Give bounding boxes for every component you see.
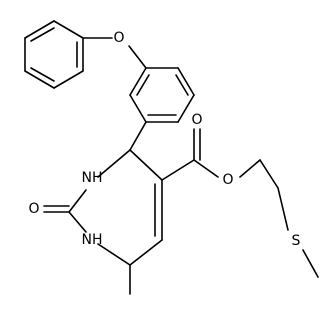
bond bbox=[175, 74, 189, 96]
bond bbox=[53, 70, 84, 89]
atom-label-ester-carbonyl-oxygen: O bbox=[191, 112, 202, 128]
atom-label-group: O NH O NH O O S bbox=[28, 30, 300, 249]
bond bbox=[24, 70, 55, 89]
bond bbox=[129, 149, 163, 181]
bond bbox=[129, 94, 147, 123]
atom-label-ester-oxygen: O bbox=[222, 172, 233, 188]
bond bbox=[129, 239, 163, 266]
bond bbox=[259, 159, 279, 189]
bond bbox=[277, 187, 289, 231]
bond bbox=[129, 121, 147, 151]
bond bbox=[193, 159, 219, 178]
atom-label-ether-oxygen: O bbox=[113, 30, 124, 46]
bond bbox=[302, 249, 319, 278]
atom-label-nh-top: NH bbox=[82, 170, 103, 186]
bond bbox=[239, 159, 261, 178]
atom-label-ring-carbonyl-oxygen: O bbox=[28, 201, 39, 217]
bond bbox=[97, 149, 131, 178]
bond bbox=[136, 74, 150, 96]
bond bbox=[129, 67, 147, 96]
atom-label-sulfur: S bbox=[292, 233, 301, 249]
bond bbox=[24, 20, 55, 39]
bond bbox=[68, 211, 87, 233]
atom-label-nh-bottom: NH bbox=[82, 232, 103, 248]
bond bbox=[68, 189, 87, 213]
bond bbox=[177, 67, 195, 96]
bond bbox=[53, 20, 84, 39]
bond bbox=[97, 243, 131, 266]
bond bbox=[30, 27, 55, 42]
bond bbox=[177, 94, 195, 123]
bond-group bbox=[24, 20, 319, 295]
bond bbox=[128, 45, 147, 69]
bond bbox=[161, 159, 195, 181]
bond bbox=[30, 67, 55, 82]
